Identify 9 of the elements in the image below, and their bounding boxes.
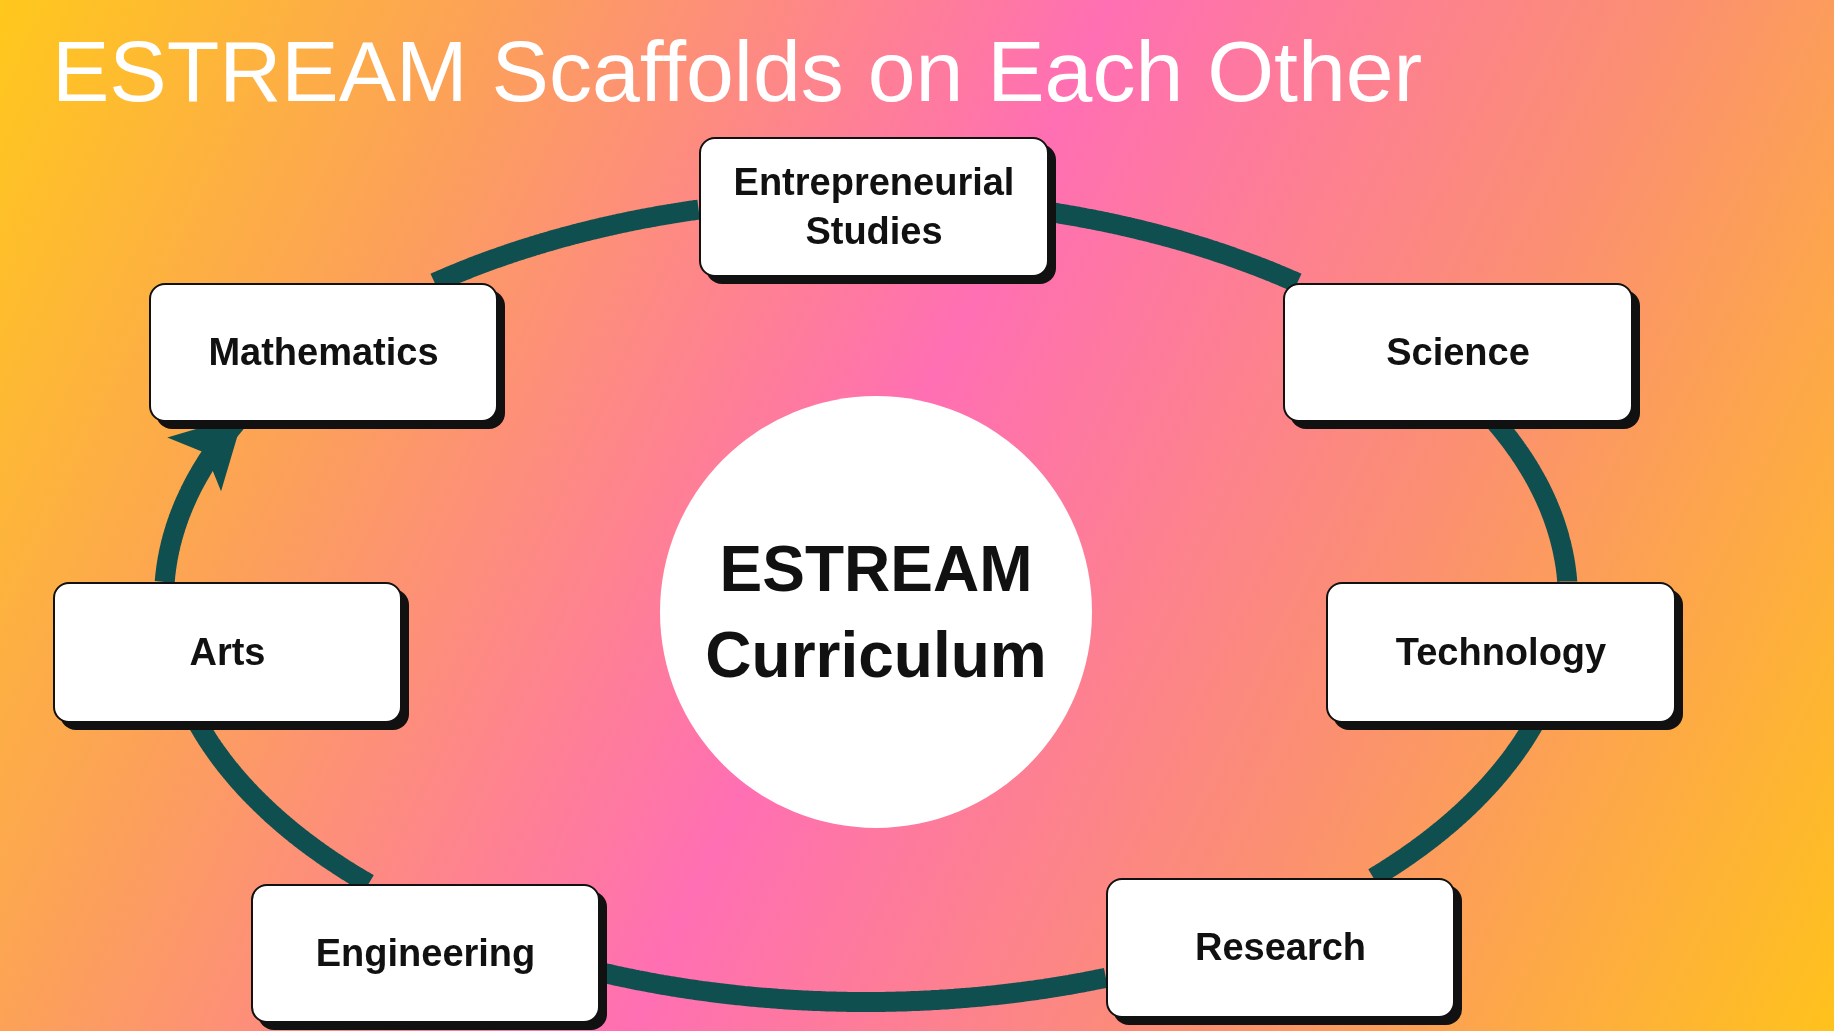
title: ESTREAM Scaffolds on Each Other [52,22,1423,121]
subject-label: Research [1194,925,1367,971]
subject-label: Entrepreneurial Studies [732,159,1016,254]
center-label: ESTREAM Curriculum [704,531,1048,693]
subject-label: Mathematics [208,329,439,375]
subject-label: Arts [189,629,266,675]
subject-label: Engineering [315,930,536,976]
subject-label: Technology [1395,629,1607,675]
subject-label: Science [1386,329,1530,375]
